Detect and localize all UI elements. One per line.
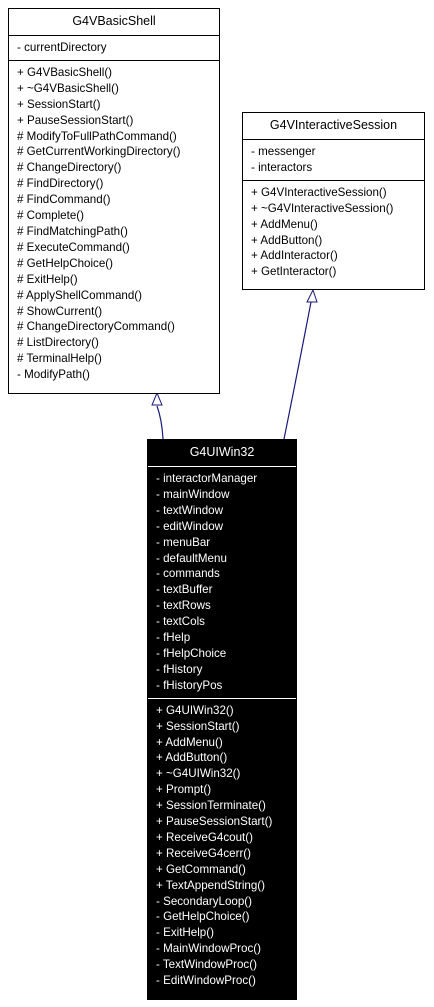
method-item: + ~G4UIWin32() (156, 767, 241, 781)
method-item: # ModifyToFullPathCommand() (17, 129, 177, 143)
method-item: + GetInteractor() (251, 265, 337, 279)
edge-win32-to-basic-shell (156, 405, 164, 440)
attribute-item: - currentDirectory (17, 41, 107, 54)
method-item: + G4VInteractiveSession() (251, 185, 387, 199)
attribute-item: - mainWindow (156, 487, 230, 501)
method-item: - MainWindowProc() (156, 942, 262, 956)
attributes-section: - messenger - interactors (243, 139, 424, 180)
method-item: # ChangeDirectoryCommand() (17, 320, 175, 334)
attribute-item: - textWindow (156, 503, 224, 517)
attribute-item: - fHelpChoice (156, 646, 227, 660)
attribute-item: - fHistoryPos (156, 678, 223, 692)
method-item: # ExecuteCommand() (17, 240, 130, 254)
method-item: + ~G4VInteractiveSession() (251, 201, 394, 215)
methods-section: + G4VBasicShell() + ~G4VBasicShell() + Ses… (9, 59, 219, 387)
method-item: - SecondaryLoop() (156, 894, 253, 908)
method-item: + AddMenu() (251, 217, 318, 231)
method-item: + AddMenu() (156, 735, 223, 749)
attribute-item: - menuBar (156, 535, 211, 549)
method-item: # Complete() (17, 209, 85, 223)
method-item: # TerminalHelp() (17, 352, 102, 366)
edge-arrowhead-basic-shell (151, 391, 163, 406)
method-item: + ReceiveG4cerr() (156, 846, 252, 860)
methods-section: + G4UIWin32() + SessionStart() + AddMenu()… (148, 697, 296, 993)
attributes-section: - currentDirectory (9, 35, 219, 60)
method-item: # ApplyShellCommand() (17, 288, 143, 302)
method-item: # ExitHelp() (17, 272, 78, 286)
edge-arrowhead-interactive-session (306, 288, 318, 303)
method-item: + Prompt() (156, 783, 212, 797)
method-item: - GetHelpChoice() (156, 910, 250, 924)
method-item: - TextWindowProc() (156, 958, 257, 972)
method-item: # FindDirectory() (17, 177, 104, 191)
method-item: + AddInteractor() (251, 249, 338, 263)
attribute-item: - interactors (251, 160, 313, 174)
class-name: G4VInteractiveSession (269, 118, 398, 132)
attribute-item: - textBuffer (156, 583, 213, 597)
method-item: + TextAppendString() (156, 878, 266, 892)
class-name: G4UIWin32 (189, 445, 255, 459)
method-item: + G4UIWin32() (156, 703, 234, 717)
attribute-item: - commands (156, 567, 220, 581)
method-item: + SessionStart() (17, 97, 101, 111)
method-item: + G4VBasicShell() (17, 65, 113, 79)
method-item: - EditWindowProc() (156, 974, 256, 988)
edge-win32-to-interactive-session (283, 301, 312, 440)
method-item: # FindMatchingPath() (17, 224, 128, 238)
attribute-item: - fHistory (156, 662, 203, 676)
attribute-item: - defaultMenu (156, 551, 227, 565)
class-g4uiwin32[interactable]: G4UIWin32 - interactorManager - mainWindo… (147, 439, 297, 1000)
method-item: # FindCommand() (17, 193, 111, 207)
method-item: + SessionStart() (156, 719, 240, 733)
class-g4vinteractivesession[interactable]: G4VInteractiveSession - messenger - inter… (242, 112, 425, 290)
method-item: # ShowCurrent() (17, 304, 103, 318)
method-item: + ReceiveG4cout() (156, 830, 253, 844)
attribute-item: - fHelp (156, 631, 191, 645)
method-item: + PauseSessionStart() (17, 113, 134, 127)
attribute-item: - textRows (156, 599, 211, 613)
attribute-item: - interactorManager (156, 472, 258, 485)
method-item: # GetCurrentWorkingDirectory() (17, 145, 181, 159)
method-item: + PauseSessionStart() (156, 815, 273, 829)
method-item: + AddButton() (156, 751, 228, 765)
method-item: + ~G4VBasicShell() (17, 81, 119, 95)
class-g4vbasicshell[interactable]: G4VBasicShell - currentDirectory + G4VBa… (8, 8, 220, 394)
method-item: # GetHelpChoice() (17, 256, 114, 270)
method-item: + GetCommand() (156, 862, 246, 876)
methods-section: + G4VInteractiveSession() + ~G4VInteracti… (243, 179, 424, 284)
method-item: # ListDirectory() (17, 336, 99, 350)
attribute-item: - messenger (251, 145, 316, 158)
method-item: - ExitHelp() (156, 926, 214, 940)
attribute-item: - textCols (156, 615, 205, 629)
attribute-item: - editWindow (156, 519, 224, 533)
method-item: # ChangeDirectory() (17, 161, 122, 175)
method-item: + SessionTerminate() (156, 799, 266, 813)
class-name: G4VBasicShell (72, 14, 156, 28)
method-item: + AddButton() (251, 233, 323, 247)
attributes-section: - interactorManager - mainWindow - textWin… (148, 466, 296, 698)
method-item: - ModifyPath() (17, 368, 90, 382)
